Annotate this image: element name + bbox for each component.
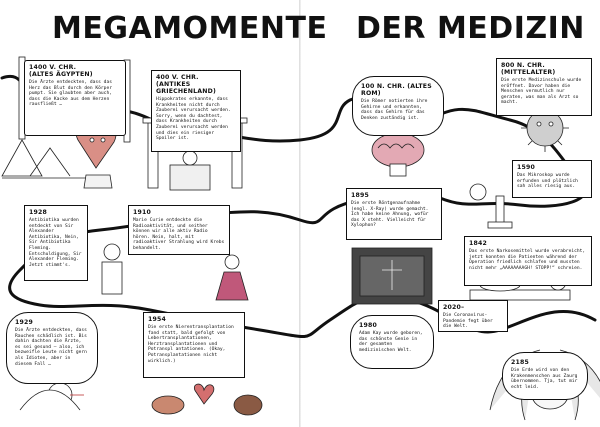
event-date: 1954 <box>148 316 167 323</box>
scientist-drawing <box>101 243 123 295</box>
organs-drawing <box>151 383 263 416</box>
event-text: Marie Curie entdeckte die Radioaktivität… <box>133 218 225 251</box>
event-date: 1590 <box>517 164 536 171</box>
page-title-left: MEGAMOMENTE <box>52 11 328 46</box>
event-2185: 2185 Die Erde wird von den Krakenmensche… <box>502 352 588 400</box>
event-text: Die erste Medizinschule wurde eröffnet. … <box>501 78 582 106</box>
event-date: 1842 <box>469 240 488 247</box>
microscope-drawing <box>469 183 513 229</box>
page-spine <box>299 0 301 427</box>
event-800-ad: 800 N. CHR. (MITTELALTER) Die erste Medi… <box>496 58 592 116</box>
event-date: 1929 <box>15 319 34 326</box>
event-date-sub: (ALTES ÄGYPTEN) <box>29 71 93 78</box>
event-text: Die Römer notierten ihre Gehirne und erk… <box>361 99 428 121</box>
event-date: 2185 <box>511 359 530 366</box>
event-date: 100 N. CHR. (ALTES ROM) <box>361 83 432 97</box>
event-text: Die Ärzte entdeckten, dass das Herz das … <box>29 80 112 108</box>
event-2020: 2020– Die Coronavirus-Pandemie fegt über… <box>438 300 508 332</box>
event-date: 1895 <box>351 192 370 199</box>
event-text: Das erste Narkosemittel wurde verabreich… <box>469 249 586 271</box>
event-1400-bc: 1400 V. CHR. (ALTES ÄGYPTEN) Die Ärzte e… <box>24 60 126 136</box>
event-text: Die erste Röntgenaufnahme (engl. X-Ray) … <box>351 201 429 229</box>
event-1954: 1954 Die erste Nierentransplantation fan… <box>143 312 245 378</box>
event-text: Hippokrates erkannte, dass Krankheiten n… <box>156 97 231 142</box>
event-date: 1400 V. CHR. <box>29 64 77 71</box>
event-1590: 1590 Das Mikroskop wurde erfunden und pl… <box>512 160 592 198</box>
event-date: 400 V. CHR. <box>156 74 199 81</box>
xray-drawing <box>351 247 433 305</box>
event-date: 2020– <box>443 304 465 311</box>
event-1842: 1842 Das erste Narkosemittel wurde verab… <box>464 236 592 286</box>
event-text: Antibiotika wurden entdeckt von Sir Alex… <box>29 218 82 268</box>
event-400-bc: 400 V. CHR. (ANTIKES GRIECHENLAND) Hippo… <box>151 70 241 152</box>
event-1929: 1929 Die Ärzte entdeckten, dass Rauchen … <box>6 312 98 384</box>
smoker-drawing <box>19 382 84 411</box>
page-title-right: DER MEDIZIN <box>356 11 585 46</box>
event-date: 1928 <box>29 209 48 216</box>
event-text: Adam Kay wurde geboren, das schönste Gen… <box>359 331 423 353</box>
event-text: Die Coronavirus-Pandemie fegt über die W… <box>443 313 493 330</box>
curie-drawing <box>215 254 249 301</box>
event-date-sub: (ANTIKES GRIECHENLAND) <box>156 81 216 95</box>
event-text: Das Mikroskop wurde erfunden und plötzli… <box>517 173 578 190</box>
event-text: Die Ärzte entdeckten, dass Rauchen schäd… <box>15 328 87 367</box>
event-100-ad: 100 N. CHR. (ALTES ROM) Die Römer notier… <box>352 76 444 136</box>
event-date: 1910 <box>133 209 152 216</box>
event-text: Die Erde wird von den Krakenmenschen aus… <box>511 368 578 390</box>
event-1980: 1980 Adam Kay wurde geboren, das schönst… <box>350 315 434 369</box>
event-text: Die erste Nierentransplantation fand sta… <box>148 325 234 364</box>
event-1910: 1910 Marie Curie entdeckte die Radioakti… <box>128 205 230 255</box>
event-1928: 1928 Antibiotika wurden entdeckt von Sir… <box>24 205 88 281</box>
pyramids-drawing <box>1 139 90 179</box>
brain-character <box>371 132 425 177</box>
event-date: 1980 <box>359 322 378 329</box>
event-1895: 1895 Die erste Röntgenaufnahme (engl. X-… <box>346 188 442 240</box>
event-date: 800 N. CHR. (MITTELALTER) <box>501 62 556 76</box>
